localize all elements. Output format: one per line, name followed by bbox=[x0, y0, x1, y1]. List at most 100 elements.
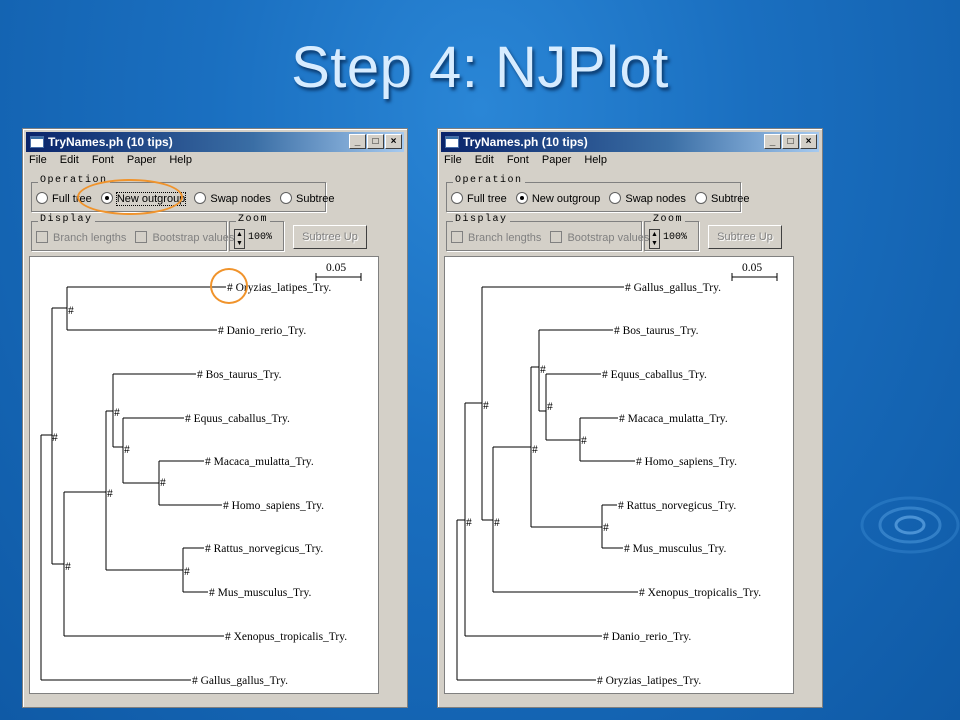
tip-label[interactable]: # Macaca_mulatta_Try. bbox=[619, 413, 728, 425]
tip-label[interactable]: # Rattus_norvegicus_Try. bbox=[205, 543, 323, 555]
radio-full-tree[interactable] bbox=[451, 192, 463, 204]
branch-lengths-label[interactable]: Branch lengths bbox=[53, 232, 127, 244]
display-legend: Display bbox=[453, 214, 510, 225]
menu-edit[interactable]: Edit bbox=[474, 154, 494, 166]
tip-label[interactable]: # Xenopus_tropicalis_Try. bbox=[225, 631, 347, 643]
menu-edit[interactable]: Edit bbox=[59, 154, 79, 166]
tip-label[interactable]: # Gallus_gallus_Try. bbox=[625, 282, 721, 294]
node-mark: # bbox=[603, 522, 609, 534]
checkbox-branch-lengths[interactable] bbox=[451, 231, 463, 243]
highlight-circle-new-outgroup bbox=[77, 179, 183, 215]
menu-file[interactable]: File bbox=[29, 154, 47, 166]
node-mark: # bbox=[184, 566, 190, 578]
branch-lengths-label[interactable]: Branch lengths bbox=[468, 232, 542, 244]
bootstrap-values-label[interactable]: Bootstrap values bbox=[567, 232, 650, 244]
radio-subtree[interactable] bbox=[279, 192, 292, 204]
node-mark: # bbox=[107, 488, 113, 500]
minimize-button[interactable]: _ bbox=[764, 134, 781, 149]
tree-canvas[interactable]: 0.05 bbox=[444, 256, 794, 694]
close-button[interactable]: × bbox=[800, 134, 817, 149]
menu-file[interactable]: File bbox=[444, 154, 462, 166]
bootstrap-values-label[interactable]: Bootstrap values bbox=[152, 232, 235, 244]
menu-font[interactable]: Font bbox=[506, 154, 529, 166]
tip-label[interactable]: # Danio_rerio_Try. bbox=[603, 631, 691, 643]
tree-canvas[interactable]: 0.05 bbox=[29, 256, 379, 694]
ripple-decoration bbox=[860, 496, 960, 554]
tree-diagram: 0.05 bbox=[456, 262, 778, 687]
tip-label[interactable]: # Bos_taurus_Try. bbox=[614, 325, 699, 337]
operation-group: Operation Full tree New outgroup Swap no… bbox=[446, 175, 750, 212]
menu-help[interactable]: Help bbox=[169, 154, 192, 166]
radio-subtree[interactable] bbox=[694, 192, 707, 204]
njplot-window-right[interactable]: TryNames.ph (10 tips) _ □ × File Edit Fo… bbox=[437, 128, 823, 708]
menu-bar: File Edit Font Paper Help bbox=[444, 154, 617, 172]
tip-label[interactable]: # Mus_musculus_Try. bbox=[624, 543, 726, 555]
display-group: Display Branch lengths Bootstrap values bbox=[446, 214, 649, 251]
maximize-button[interactable]: □ bbox=[367, 134, 384, 149]
window-title: TryNames.ph (10 tips) bbox=[48, 135, 173, 149]
node-mark: # bbox=[494, 517, 500, 529]
titlebar[interactable]: TryNames.ph (10 tips) _ □ × bbox=[26, 132, 404, 152]
scale-label: 0.05 bbox=[742, 262, 762, 274]
radio-full-tree[interactable] bbox=[36, 192, 48, 204]
tip-label[interactable]: # Equus_caballus_Try. bbox=[602, 369, 707, 381]
subtree-up-button[interactable]: Subtree Up bbox=[708, 225, 782, 249]
node-mark: # bbox=[581, 435, 587, 447]
menu-help[interactable]: Help bbox=[584, 154, 607, 166]
titlebar[interactable]: TryNames.ph (10 tips) _ □ × bbox=[441, 132, 819, 152]
node-mark: # bbox=[532, 444, 538, 456]
close-button[interactable]: × bbox=[385, 134, 402, 149]
tip-label[interactable]: # Homo_sapiens_Try. bbox=[223, 500, 324, 512]
scale-label: 0.05 bbox=[326, 262, 346, 274]
checkbox-bootstrap-values[interactable] bbox=[135, 231, 148, 243]
radio-subtree-label[interactable]: Subtree bbox=[295, 193, 335, 205]
display-group: Display Branch lengths Bootstrap values bbox=[31, 214, 234, 251]
zoom-spinner[interactable]: ▲▼ bbox=[649, 229, 660, 249]
tip-label[interactable]: # Equus_caballus_Try. bbox=[185, 413, 290, 425]
operation-legend: Operation bbox=[453, 175, 525, 186]
radio-swap-nodes-label[interactable]: Swap nodes bbox=[210, 193, 271, 205]
zoom-legend: Zoom bbox=[236, 214, 271, 225]
checkbox-bootstrap-values[interactable] bbox=[550, 231, 563, 243]
tip-label[interactable]: # Homo_sapiens_Try. bbox=[636, 456, 737, 468]
node-mark: # bbox=[68, 305, 74, 317]
radio-swap-nodes[interactable] bbox=[194, 192, 207, 204]
zoom-value: 100% bbox=[248, 232, 273, 243]
node-mark: # bbox=[65, 561, 71, 573]
window-title: TryNames.ph (10 tips) bbox=[463, 135, 588, 149]
njplot-window-left[interactable]: TryNames.ph (10 tips) _ □ × File Edit Fo… bbox=[22, 128, 408, 708]
tip-label[interactable]: # Oryzias_latipes_Try. bbox=[227, 282, 331, 294]
checkbox-branch-lengths[interactable] bbox=[36, 231, 48, 243]
radio-swap-nodes-label[interactable]: Swap nodes bbox=[625, 193, 686, 205]
zoom-spinner[interactable]: ▲▼ bbox=[234, 229, 245, 249]
tip-label[interactable]: # Xenopus_tropicalis_Try. bbox=[639, 587, 761, 599]
tip-label[interactable]: # Mus_musculus_Try. bbox=[209, 587, 311, 599]
tip-label[interactable]: # Gallus_gallus_Try. bbox=[192, 675, 288, 687]
radio-swap-nodes[interactable] bbox=[609, 192, 622, 204]
app-window-icon bbox=[30, 136, 44, 148]
node-mark: # bbox=[466, 517, 472, 529]
radio-full-tree-label[interactable]: Full tree bbox=[467, 193, 507, 205]
tree-diagram: 0.05 bbox=[40, 262, 362, 687]
radio-subtree-label[interactable]: Subtree bbox=[710, 193, 750, 205]
menu-font[interactable]: Font bbox=[91, 154, 114, 166]
node-mark: # bbox=[160, 477, 166, 489]
tip-label[interactable]: # Danio_rerio_Try. bbox=[218, 325, 306, 337]
node-mark: # bbox=[540, 364, 546, 376]
menu-paper[interactable]: Paper bbox=[126, 154, 157, 166]
menu-paper[interactable]: Paper bbox=[541, 154, 572, 166]
subtree-up-button[interactable]: Subtree Up bbox=[293, 225, 367, 249]
maximize-button[interactable]: □ bbox=[782, 134, 799, 149]
tip-label[interactable]: # Macaca_mulatta_Try. bbox=[205, 456, 314, 468]
tip-label[interactable]: # Bos_taurus_Try. bbox=[197, 369, 282, 381]
radio-new-outgroup[interactable] bbox=[515, 192, 528, 204]
minimize-button[interactable]: _ bbox=[349, 134, 366, 149]
tip-label[interactable]: # Rattus_norvegicus_Try. bbox=[618, 500, 736, 512]
app-window-icon bbox=[445, 136, 459, 148]
tip-label[interactable]: # Oryzias_latipes_Try. bbox=[597, 675, 701, 687]
zoom-legend: Zoom bbox=[651, 214, 686, 225]
radio-new-outgroup-label[interactable]: New outgroup bbox=[531, 193, 601, 205]
highlight-circle-oryzias-node bbox=[210, 268, 248, 304]
node-mark: # bbox=[124, 444, 130, 456]
zoom-value: 100% bbox=[663, 232, 688, 243]
